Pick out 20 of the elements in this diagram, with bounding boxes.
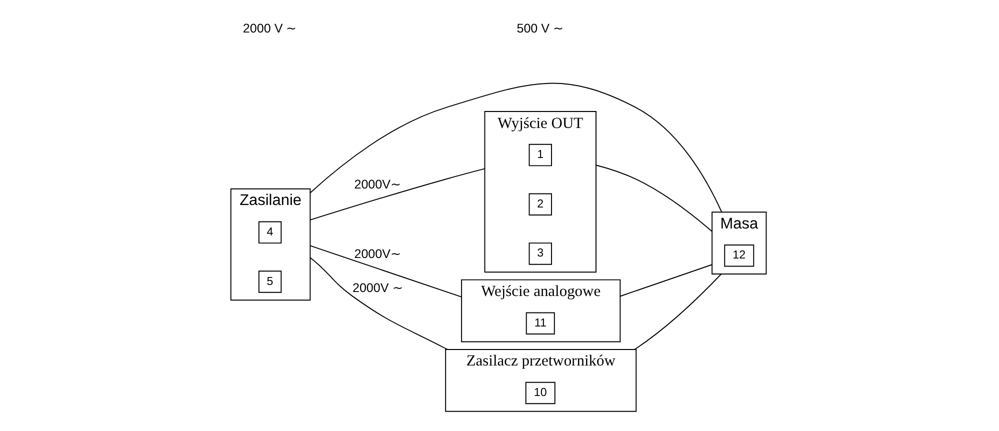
- label: 2000 V ∼: [242, 22, 297, 36]
- connector: [619, 264, 712, 297]
- connector: [309, 168, 485, 220]
- node-box: 4: [258, 221, 282, 244]
- node-box: 10: [524, 382, 555, 404]
- edge-label: 2000V ∼: [352, 280, 403, 295]
- connector: [595, 164, 712, 232]
- node-box: 5: [258, 270, 282, 293]
- label: 500 V ∼: [516, 22, 564, 36]
- edge-label: 2000V∼: [354, 177, 402, 192]
- connector: [634, 274, 722, 350]
- node-box: 2: [528, 193, 552, 216]
- node-box: 12: [724, 244, 754, 267]
- connector: [309, 257, 448, 350]
- node-box: 1: [528, 144, 552, 166]
- connector: [309, 82, 722, 213]
- edge-label: 2000V∼: [354, 246, 402, 261]
- connector: [309, 245, 462, 298]
- node-box: 11: [525, 312, 554, 334]
- node-box: 3: [528, 242, 552, 265]
